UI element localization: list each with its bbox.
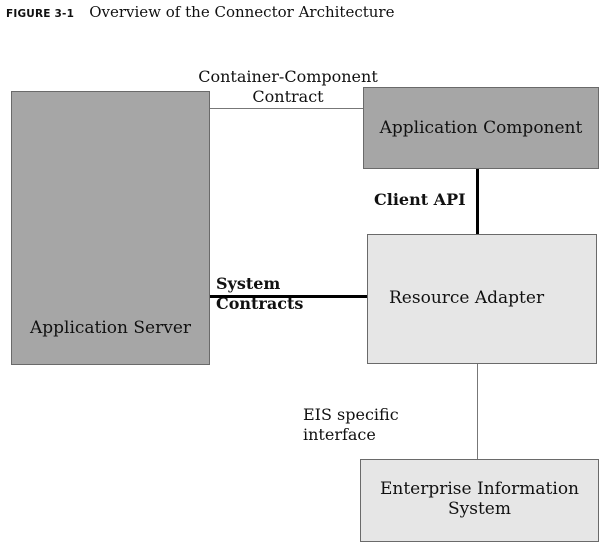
- eis-interface-line: [477, 364, 478, 459]
- system-contracts-label: System Contracts: [216, 274, 304, 313]
- client-api-label: Client API: [374, 190, 466, 209]
- application-component-label: Application Component: [379, 118, 583, 138]
- eis-box: Enterprise Information System: [360, 459, 599, 542]
- resource-adapter-box: Resource Adapter: [367, 234, 597, 364]
- client-api-line: [476, 169, 479, 235]
- eis-specific-interface-label: EIS specific interface: [303, 405, 399, 444]
- container-component-contract-label: Container-Component Contract: [198, 67, 378, 106]
- figure-number: FIGURE 3-1: [6, 8, 75, 20]
- application-server-label: Application Server: [29, 318, 192, 338]
- eis-label: Enterprise Information System: [379, 479, 580, 519]
- container-component-line: [210, 108, 363, 109]
- system-contracts-line: [210, 295, 367, 298]
- figure-caption: FIGURE 3-1 Overview of the Connector Arc…: [6, 0, 394, 24]
- application-component-box: Application Component: [363, 87, 599, 169]
- resource-adapter-label: Resource Adapter: [389, 288, 545, 308]
- figure-title: Overview of the Connector Architecture: [89, 3, 395, 21]
- application-server-box: Application Server: [11, 91, 210, 365]
